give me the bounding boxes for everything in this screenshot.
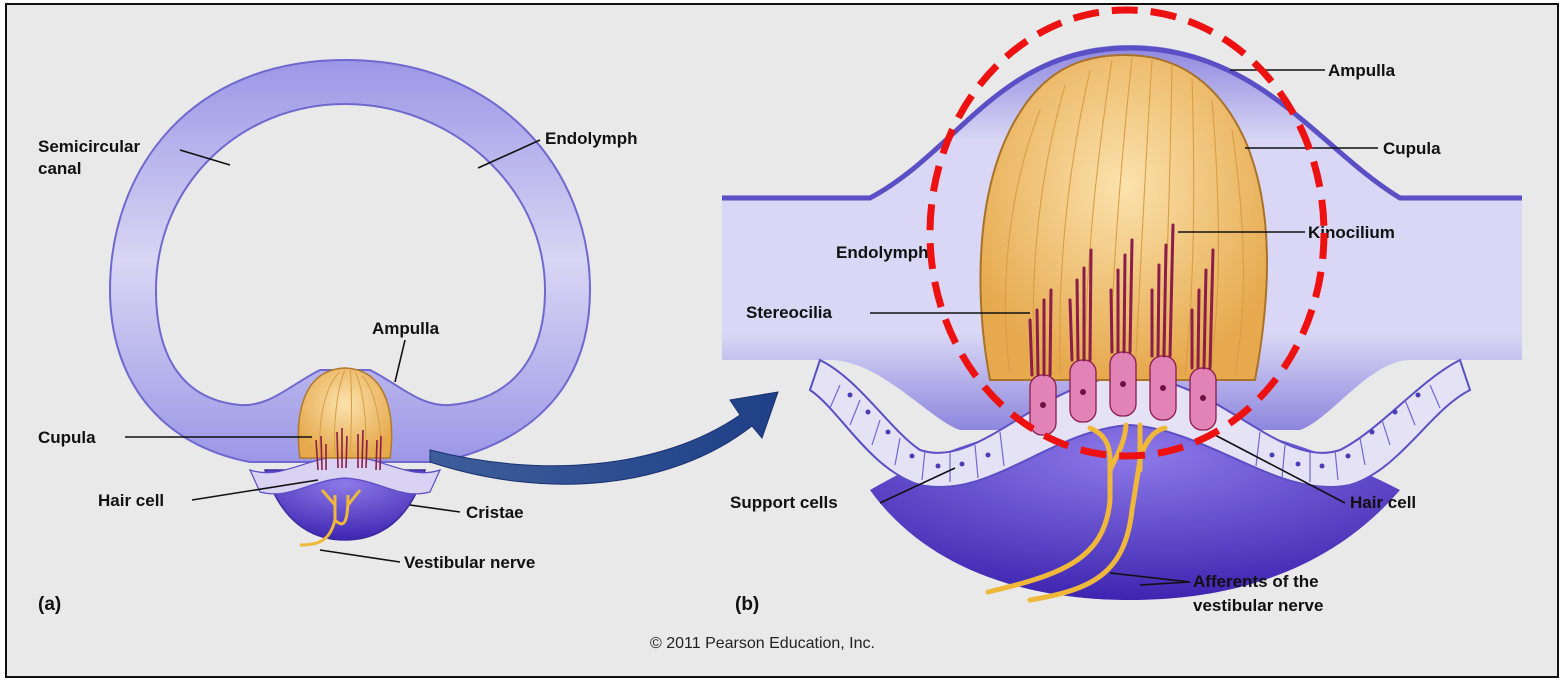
- copyright-text: © 2011 Pearson Education, Inc.: [650, 635, 875, 652]
- label-stereocilia-b: Stereocilia: [746, 303, 833, 322]
- label-semicircular-2: canal: [38, 159, 81, 178]
- label-cupula-a: Cupula: [38, 428, 96, 447]
- label-endolymph-b: Endolymph: [836, 243, 929, 262]
- label-haircell-a: Hair cell: [98, 491, 164, 510]
- label-semicircular-1: Semicircular: [38, 137, 140, 156]
- label-cristae-a: Cristae: [466, 503, 524, 522]
- label-ampulla-a: Ampulla: [372, 319, 440, 338]
- label-endolymph-a: Endolymph: [545, 129, 638, 148]
- label-haircell-b: Hair cell: [1350, 493, 1416, 512]
- label-ampulla-b: Ampulla: [1328, 61, 1396, 80]
- label-support-cells-b: Support cells: [730, 493, 838, 512]
- label-afferents-1: Afferents of the: [1193, 572, 1319, 591]
- panel-tag-b: (b): [735, 594, 759, 615]
- panel-tag-a: (a): [38, 594, 61, 615]
- label-cupula-b: Cupula: [1383, 139, 1441, 158]
- label-afferents-2: vestibular nerve: [1193, 596, 1323, 615]
- label-vestibular-nerve-a: Vestibular nerve: [404, 553, 535, 572]
